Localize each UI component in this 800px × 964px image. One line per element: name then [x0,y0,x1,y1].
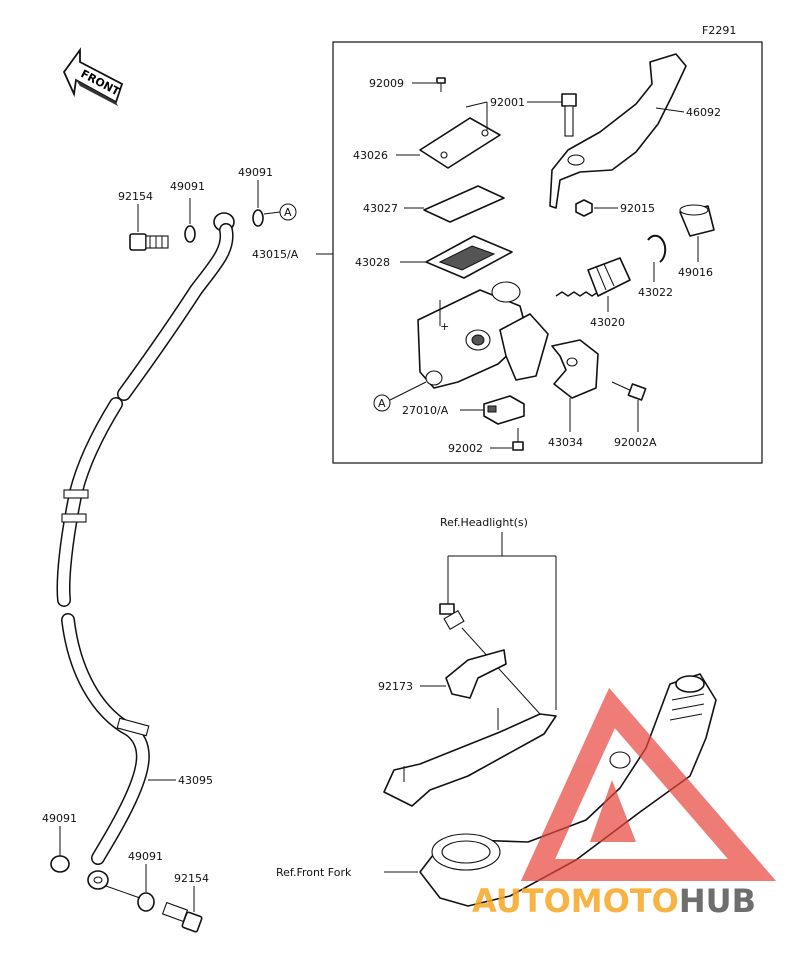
label-49016: 49016 [678,266,713,279]
label-49091-b: 49091 [238,166,273,179]
label-92009: 92009 [369,77,404,90]
washer-49091-a [184,225,196,243]
lever-46092 [549,53,687,209]
bolt-headlight [439,603,465,630]
plate-43027 [423,185,505,223]
cap-43026 [419,117,501,169]
bolt-92002A [611,381,647,401]
label-43015A: 43015/A [252,248,299,261]
pad-92173 [445,649,507,699]
banjo-bolt-92154-upper [129,233,169,251]
label-92173: 92173 [378,680,413,693]
clamp-43034 [551,339,599,399]
label-43020: 43020 [590,316,625,329]
marker-a-body: + [440,320,449,333]
watermark-text: AUTOMOTOHUB [472,882,756,920]
front-arrow: FRONT [62,47,124,106]
label-43095: 43095 [178,774,213,787]
boot-49016 [679,204,715,237]
washer-49091-b [252,209,264,227]
label-ref-headlight: Ref.Headlight(s) [440,516,528,529]
diagram-code: F2291 [702,24,736,37]
label-27010A: 27010/A [402,404,449,417]
nut-92015 [575,199,593,217]
label-92154-upper: 92154 [118,190,153,203]
master-cylinder-body [417,281,549,389]
label-92154-lower: 92154 [174,872,209,885]
washer-49091-c [50,855,70,873]
screw-92002 [512,428,524,451]
label-92001: 92001 [490,96,525,109]
ref-marker-a-lower: A [378,397,386,410]
assembly-box [332,41,763,464]
label-43026: 43026 [353,149,388,162]
switch-27010A [483,395,525,425]
label-49091-c: 49091 [42,812,77,825]
label-43028: 43028 [355,256,390,269]
bolt-92001 [561,93,577,137]
label-92002: 92002 [448,442,483,455]
front-fork-stem [419,673,717,907]
screw-92009 [436,77,446,92]
label-92015: 92015 [620,202,655,215]
circlip-43022 [647,234,667,263]
label-43027: 43027 [363,202,398,215]
label-ref-front-fork: Ref.Front Fork [276,866,352,879]
watermark-logo [520,687,777,881]
brake-hose-43095 [56,212,235,890]
label-92002A: 92002A [614,436,657,449]
ref-marker-a-upper: A [284,206,292,219]
headlight-bracket [383,713,557,807]
label-49091-d: 49091 [128,850,163,863]
label-49091-a: 49091 [170,180,205,193]
banjo-bolt-92154-lower [161,901,203,933]
label-43034: 43034 [548,436,583,449]
washer-49091-d [137,892,155,912]
label-43022: 43022 [638,286,673,299]
piston-43020 [555,257,631,297]
label-46092: 46092 [686,106,721,119]
